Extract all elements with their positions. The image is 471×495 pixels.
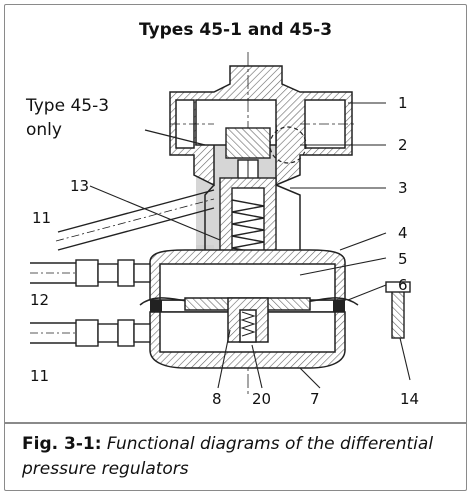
figure-frame: [4, 4, 467, 491]
callout-14: 14: [400, 390, 419, 408]
type-note: Type 45-3 only: [26, 94, 136, 142]
callout-11-top: 11: [32, 209, 51, 227]
control-line-fittings: [75, 259, 151, 347]
callout-13: 13: [70, 177, 89, 195]
callout-12: 12: [30, 291, 49, 309]
callout-2: 2: [398, 136, 408, 154]
housing-neck: [204, 184, 301, 262]
callout-20: 20: [252, 390, 271, 408]
callout-6: 6: [398, 276, 408, 294]
caption-text: Functional diagrams of the differential …: [22, 434, 434, 479]
control-lines: [30, 262, 76, 344]
housing-bolt: [385, 281, 411, 339]
callout-3: 3: [398, 179, 408, 197]
valve-body-top: [169, 65, 353, 187]
type-note-line1: Type 45-3: [26, 96, 110, 116]
caption-divider: [4, 422, 467, 424]
callout-7: 7: [310, 390, 320, 408]
gaskets: [150, 300, 345, 312]
callout-1: 1: [398, 94, 408, 112]
figure-caption: Fig. 3-1: Functional diagrams of the dif…: [22, 432, 452, 482]
figure-title: Types 45-1 and 45-3: [138, 20, 333, 40]
callout-8: 8: [212, 390, 222, 408]
impulse-line-top: [55, 189, 215, 251]
callout-5: 5: [398, 250, 408, 268]
type-note-leader: [144, 129, 206, 146]
diaphragm: [139, 297, 359, 343]
type-note-line2: only: [26, 120, 62, 140]
callout-4: 4: [398, 224, 408, 242]
callout-11-bottom: 11: [30, 367, 49, 385]
callout-leaders: [89, 102, 411, 389]
figure-number: Fig. 3-1:: [22, 434, 102, 454]
